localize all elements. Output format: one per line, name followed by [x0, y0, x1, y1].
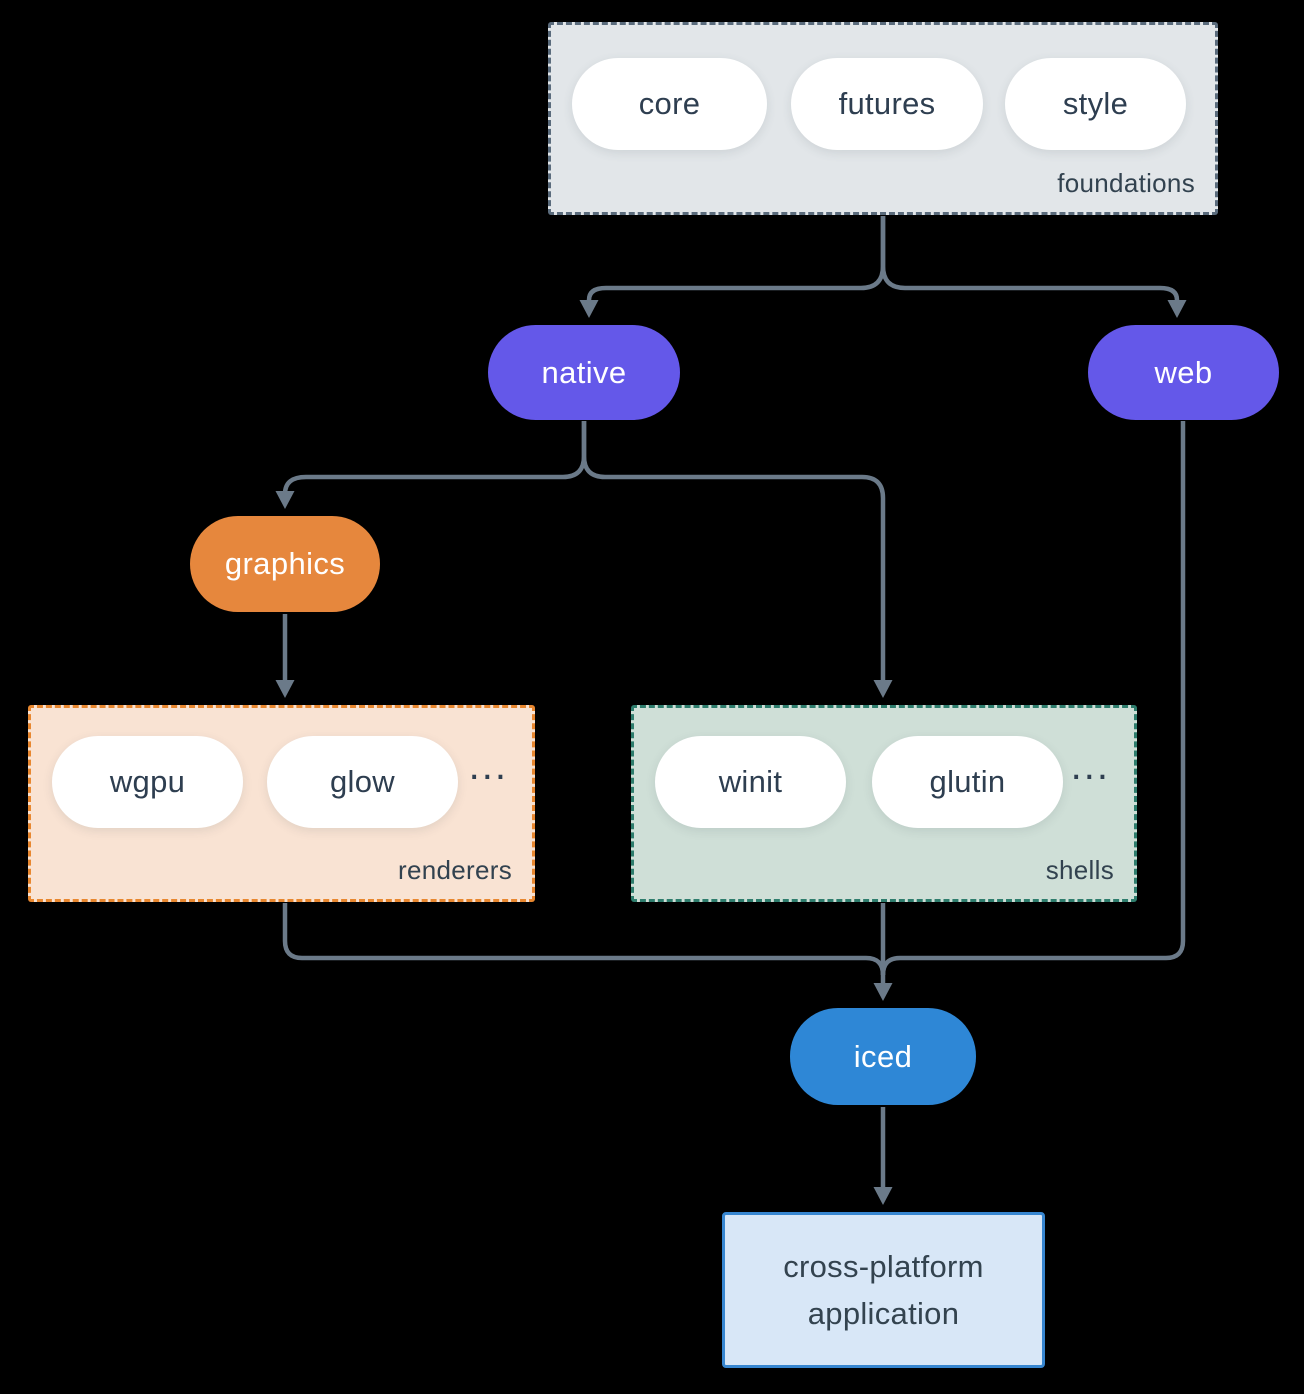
- pill-futures: futures: [791, 58, 983, 150]
- group-foundations-label: foundations: [1057, 168, 1195, 198]
- node-graphics: graphics: [190, 516, 380, 612]
- group-foundations: core futures style foundations: [548, 22, 1218, 215]
- pill-style: style: [1005, 58, 1186, 150]
- node-iced: iced: [790, 1008, 976, 1105]
- node-web: web: [1088, 325, 1279, 420]
- group-renderers-label: renderers: [398, 855, 512, 885]
- node-application: cross-platform application: [722, 1212, 1045, 1368]
- group-renderers: wgpu glow ... renderers: [28, 705, 535, 902]
- pill-winit: winit: [655, 736, 846, 828]
- edge-native-shells: [581, 421, 893, 698]
- group-shells: winit glutin ... shells: [631, 705, 1137, 902]
- edge-foundations-web: [880, 216, 1187, 318]
- edge-foundations-native: [579, 216, 886, 318]
- edge-renderers-iced: [282, 903, 886, 976]
- shells-ellipsis: ...: [1070, 744, 1110, 788]
- application-label-line2: application: [807, 1296, 960, 1331]
- renderers-ellipsis: ...: [468, 744, 508, 788]
- application-label-line1: cross-platform: [783, 1249, 984, 1284]
- pill-glutin: glutin: [872, 736, 1063, 828]
- group-shells-label: shells: [1045, 855, 1114, 885]
- node-native: native: [488, 325, 680, 420]
- edge-native-graphics: [275, 421, 587, 509]
- pill-wgpu: wgpu: [52, 736, 243, 828]
- pill-core: core: [572, 58, 767, 150]
- pill-glow: glow: [267, 736, 458, 828]
